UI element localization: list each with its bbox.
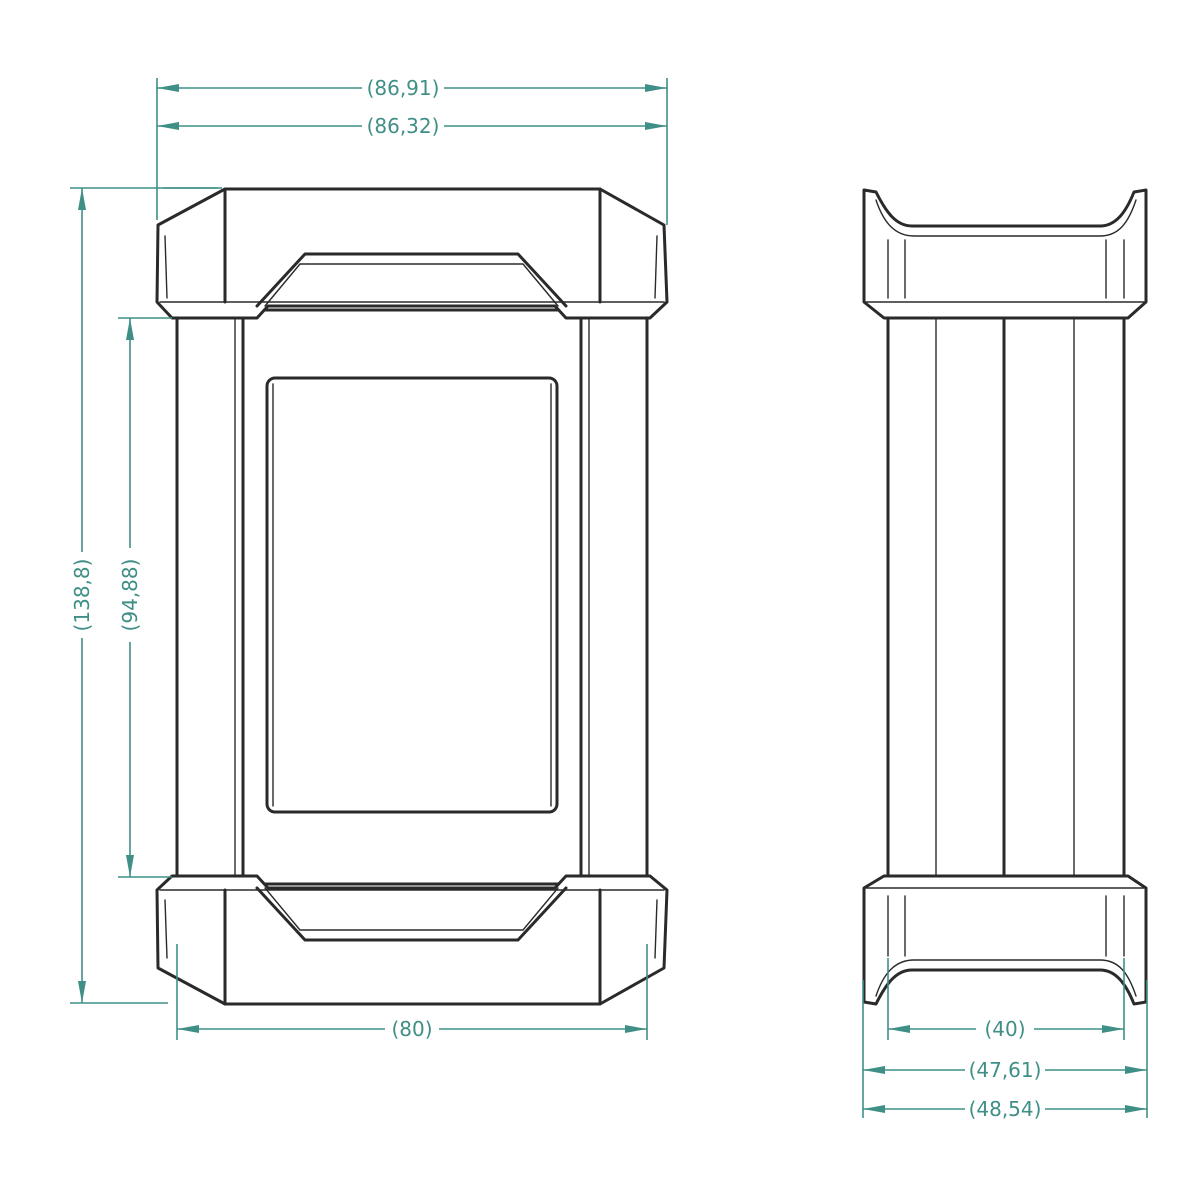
side-view: [862, 188, 1148, 1006]
dim-label-outer-width: (48,54): [969, 1097, 1042, 1121]
dim-outer-width: (48,54): [863, 1097, 1147, 1121]
dim-label-side-height: (94,88): [118, 559, 142, 632]
dim-bottom-width: (80): [176, 944, 648, 1041]
dim-label-bottom-width: (80): [391, 1017, 432, 1041]
dim-top-outer: (86,91): [157, 76, 667, 100]
dim-label-top-outer: (86,91): [367, 76, 440, 100]
top-cap: [155, 187, 669, 320]
front-view: [155, 187, 669, 1006]
right-post: [579, 316, 649, 880]
side-bottom-cap: [862, 874, 1148, 1006]
dim-total-height: (138,8): [70, 188, 94, 1003]
dim-side-height: (94,88): [118, 318, 142, 877]
dim-label-top-inner: (86,32): [367, 114, 440, 138]
dim-inner-width: (40): [888, 1017, 1124, 1041]
dim-label-inner-width: (40): [984, 1017, 1025, 1041]
dim-label-mid-width: (47,61): [969, 1058, 1042, 1082]
left-post: [175, 316, 245, 880]
center-plate: [241, 308, 583, 886]
dimensions-side: (40) (47,61) (48,54): [862, 958, 1148, 1121]
side-top-cap: [862, 188, 1148, 320]
bottom-cap: [155, 874, 669, 1006]
dim-label-total-height: (138,8): [70, 559, 94, 632]
side-columns: [886, 316, 1126, 880]
dim-top-inner: (86,32): [157, 114, 667, 138]
screen: [265, 376, 559, 814]
dim-mid-width: (47,61): [863, 1058, 1147, 1082]
dimensions-front: (86,91) (86,32) (138,8): [70, 76, 668, 1041]
